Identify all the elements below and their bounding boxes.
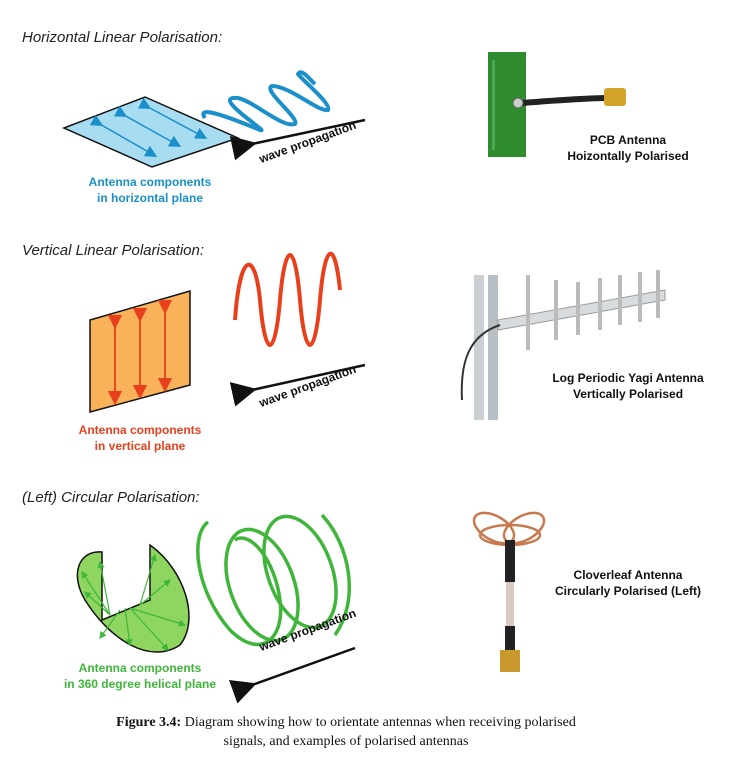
label-line: Vertically Polarised <box>572 387 684 401</box>
figure-text-line2: signals, and examples of polarised anten… <box>223 734 469 749</box>
figure-caption: Figure 3.4: Diagram showing how to orien… <box>46 713 646 751</box>
pcb-antenna-image <box>488 52 626 157</box>
caption-line: in horizontal plane <box>96 191 203 205</box>
vertical-wave <box>233 251 342 347</box>
figure-label: Figure 3.4: <box>116 715 182 730</box>
caption-line: Antenna components <box>78 661 202 675</box>
label-line: Log Periodic Yagi Antenna <box>552 371 704 385</box>
horizontal-plane <box>62 96 241 168</box>
caption-line: in 360 degree helical plane <box>63 677 217 691</box>
vertical-plane <box>89 290 191 413</box>
circular-caption: Antenna components in 360 degree helical … <box>30 660 250 692</box>
caption-line: in vertical plane <box>94 439 186 453</box>
label-line: Hoizontally Polarised <box>567 149 689 163</box>
caption-line: Antenna components <box>88 175 212 189</box>
label-line: PCB Antenna <box>589 133 667 147</box>
section-title-circular: (Left) Circular Polarisation: <box>22 489 200 506</box>
horizontal-wave <box>201 70 331 133</box>
section-title-vertical: Vertical Linear Polarisation: <box>22 242 205 259</box>
cloverleaf-antenna-image <box>472 511 546 672</box>
caption-line: Antenna components <box>78 423 202 437</box>
circular-plane <box>76 543 190 653</box>
label-line: Circularly Polarised (Left) <box>554 584 702 598</box>
yagi-antenna-image <box>460 270 666 420</box>
section-title-horizontal: Horizontal Linear Polarisation: <box>22 29 223 46</box>
label-line: Cloverleaf Antenna <box>573 568 683 582</box>
horizontal-caption: Antenna components in horizontal plane <box>40 174 260 206</box>
circular-wave <box>196 513 351 647</box>
vertical-caption: Antenna components in vertical plane <box>30 422 250 454</box>
propagation-arrow <box>229 118 366 161</box>
figure-text: Diagram showing how to orientate antenna… <box>181 715 576 730</box>
